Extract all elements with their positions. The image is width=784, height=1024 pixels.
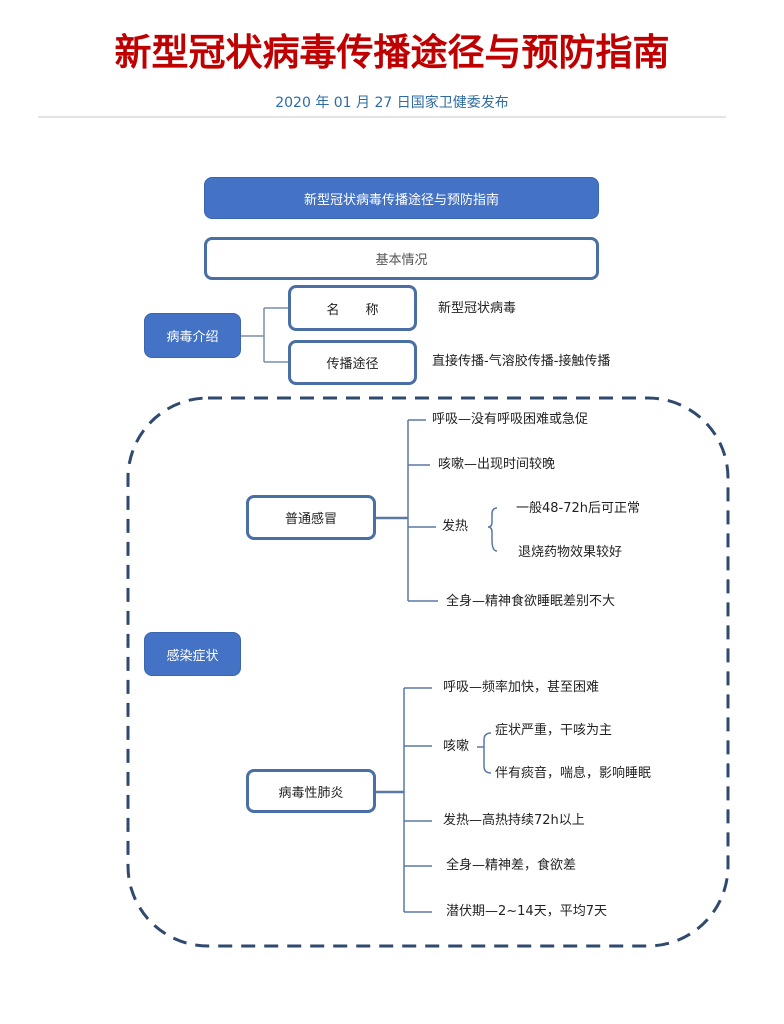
route-node-label: 传播途径: [326, 357, 379, 372]
name-node-label: 名 称: [326, 302, 379, 318]
cold-fever-sub2: 退烧药物效果较好: [518, 545, 623, 560]
common-cold-connectors: [376, 419, 498, 602]
virus-intro-node: 病毒介绍: [144, 313, 241, 358]
basic-info-node: 基本情况: [204, 237, 599, 280]
common-cold-label: 普通感冒: [284, 512, 337, 527]
pneumonia-fever: 发热—高热持续72h以上: [443, 813, 585, 828]
cold-breathing: 呼吸—没有呼吸困难或急促: [432, 412, 589, 427]
page-title: 新型冠状病毒传播途径与预防指南: [114, 31, 670, 74]
cold-fever: 发热: [442, 519, 469, 534]
symptoms-node: 感染症状: [144, 632, 241, 676]
cold-cough: 咳嗽—出现时间较晚: [438, 457, 556, 472]
viral-pneumonia-node: 病毒性肺炎: [246, 769, 376, 813]
header-divider: [38, 116, 726, 118]
pneumonia-incubation: 潜伏期—2~14天，平均7天: [446, 904, 607, 919]
virus-intro-label: 病毒介绍: [166, 330, 219, 345]
symptoms-label: 感染症状: [166, 648, 219, 664]
name-node: 名 称: [288, 285, 417, 331]
common-cold-node: 普通感冒: [246, 495, 376, 540]
cold-body: 全身—精神食欲睡眠差别不大: [446, 594, 616, 609]
publish-info: 2020 年 01 月 27 日国家卫健委发布: [275, 95, 509, 111]
pneumonia-cough: 咳嗽: [443, 739, 470, 754]
name-value: 新型冠状病毒: [438, 301, 517, 316]
pneumonia-breathing: 呼吸—频率加快，甚至困难: [443, 680, 600, 695]
cold-fever-sub1: 一般48-72h后可正常: [516, 501, 641, 516]
pneumonia-body: 全身—精神差，食欲差: [446, 858, 577, 873]
route-node: 传播途径: [288, 340, 417, 385]
viral-pneumonia-label: 病毒性肺炎: [278, 785, 344, 801]
pneumonia-cough-sub2: 伴有痰音，喘息，影响睡眠: [495, 766, 652, 781]
root-node: 新型冠状病毒传播途径与预防指南: [204, 177, 599, 219]
route-value: 直接传播-气溶胶传播-接触传播: [432, 354, 611, 369]
virus-intro-connectors: [241, 307, 288, 363]
pneumonia-connectors: [360, 687, 492, 913]
basic-info-label: 基本情况: [375, 253, 428, 268]
pneumonia-cough-sub1: 症状严重，干咳为主: [495, 723, 613, 738]
root-node-label: 新型冠状病毒传播途径与预防指南: [303, 192, 499, 208]
